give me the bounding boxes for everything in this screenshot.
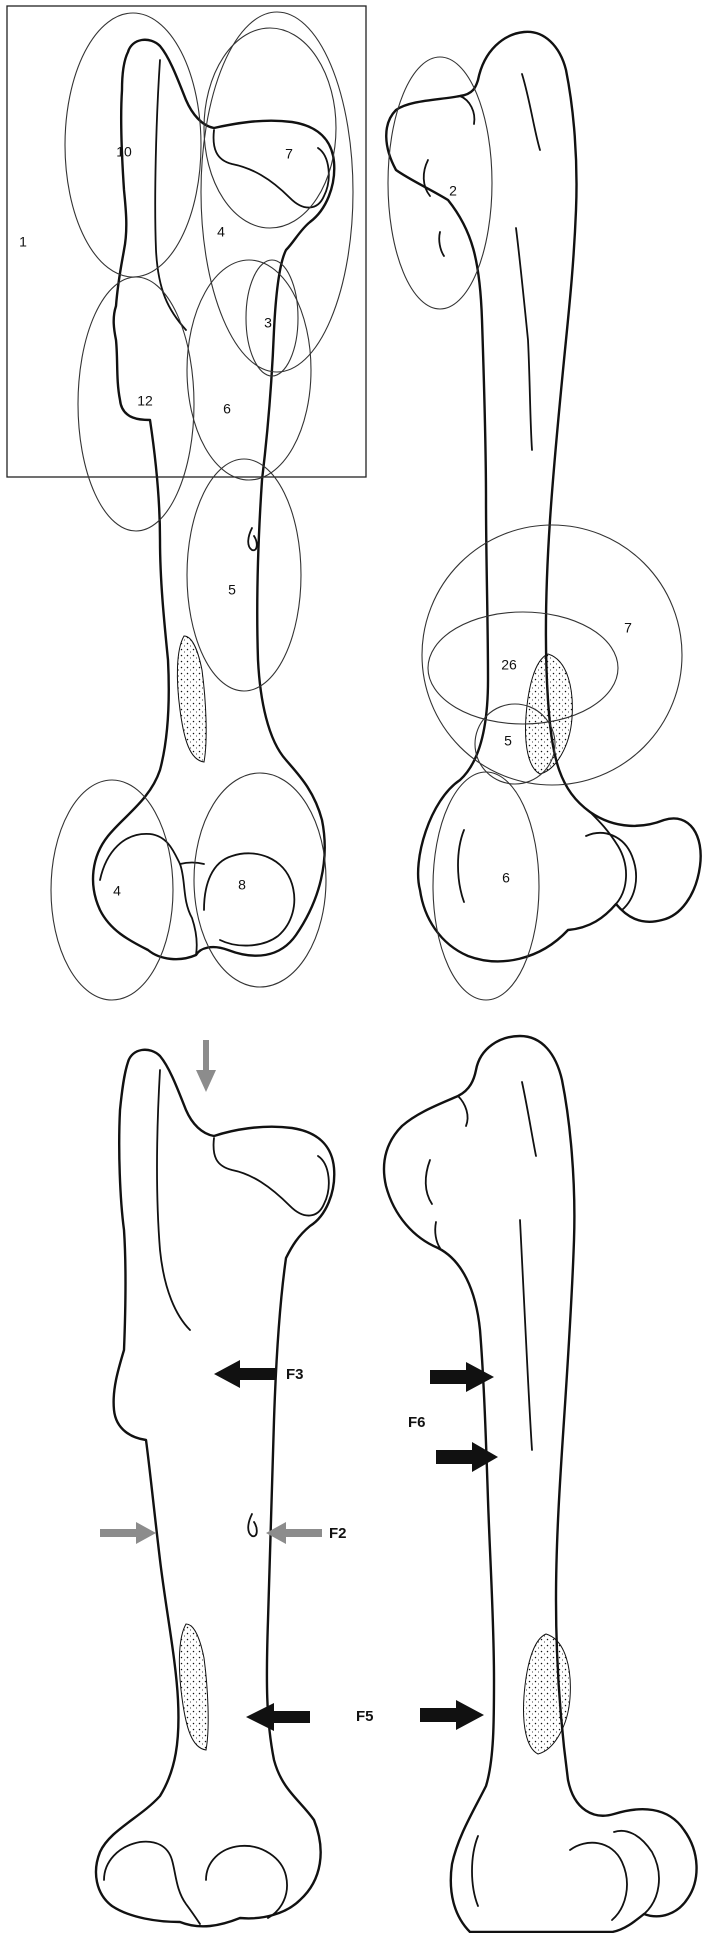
black-arrow-f3 [214,1360,276,1388]
nutrient-foramen [248,528,257,550]
femur-top-left-outline [93,40,334,959]
zone-label-5: 5 [228,582,236,598]
zone-label-10: 10 [116,144,132,160]
bl-nutrient-foramen [248,1514,257,1536]
gray-arrow-right [100,1522,156,1544]
black-arrow-f6-lower [436,1442,498,1472]
br-condyle-small [614,1831,659,1914]
zone-ellipse-26 [428,612,618,724]
bl-femoral-head [214,1138,329,1216]
zone-label-8: 8 [238,877,246,893]
zone-ellipse-7 [204,28,336,228]
zone-label-7-right: 7 [624,620,632,636]
zone-label-3: 3 [264,315,272,331]
posterior-ridge [516,228,532,450]
zone-label-4-neck: 4 [217,224,225,240]
black-arrow-f6-bottom [420,1700,484,1730]
br-posterior-ridge [520,1220,532,1450]
br-condyle-large [570,1843,627,1920]
zone-label-2: 2 [449,183,457,199]
femur-bottom-right-outline [384,1036,697,1932]
condyle-right-large [586,833,636,910]
br-trochanter-mark-2 [435,1222,440,1248]
zone-label-4-condyle: 4 [113,883,121,899]
femoral-head-outline [214,130,329,208]
zone-label-7: 7 [285,146,293,162]
bl-condyle-medial [206,1846,287,1918]
gray-arrow-left [266,1522,322,1544]
br-distal-curve-mark [472,1836,478,1906]
distal-curve-mark [458,830,464,902]
zone-ellipse-12 [78,277,194,531]
femur-bottom-left-outline [96,1050,334,1927]
bl-condyle-lateral [104,1842,200,1924]
force-label-f2: F2 [329,1525,347,1542]
trochanter-mark-1 [424,160,430,196]
force-label-f5: F5 [356,1708,374,1725]
femur-top-right-outline [386,32,700,962]
zone-label-1: 1 [19,234,27,250]
zone-ellipse-4-condyle [51,780,173,1000]
zone-label-26: 26 [501,657,517,673]
stippled-area-top-right [526,654,573,774]
force-label-f6: F6 [408,1414,426,1431]
notch-line [180,863,204,865]
condyle-medial-outline [204,853,294,945]
gray-arrow-down [196,1040,216,1092]
force-label-f3: F3 [286,1366,304,1383]
zone-label-5-right: 5 [504,733,512,749]
femur-bottom-left: F3 F2 F5 [96,1040,374,1926]
intertrochanteric-line [155,60,186,330]
zone-label-6: 6 [223,401,231,417]
black-arrow-f5 [246,1703,310,1731]
zone-label-12: 12 [137,393,153,409]
zone-ellipse-6-right [433,772,539,1000]
br-trochanter-mark-1 [426,1160,432,1204]
stippled-area-top-left [177,636,206,762]
femur-top-right: 2 7 26 5 6 [386,32,700,1000]
greater-trochanter-crest [522,74,540,150]
br-trochanter-notch [458,1096,468,1126]
trochanter-mark-2 [439,232,444,256]
stippled-area-bottom-left [179,1624,208,1750]
zone-ellipse-2 [388,57,492,309]
femur-bottom-right: F6 [384,1036,697,1932]
trochanter-notch [460,96,474,124]
femur-top-left: 1 10 7 4 3 12 6 5 4 8 [7,6,366,1000]
zone-box-1 [7,6,366,477]
zone-ellipse-5 [187,459,301,691]
br-greater-trochanter-crest [522,1082,536,1156]
zone-label-6-right: 6 [502,870,510,886]
zone-ellipse-10 [65,13,201,277]
